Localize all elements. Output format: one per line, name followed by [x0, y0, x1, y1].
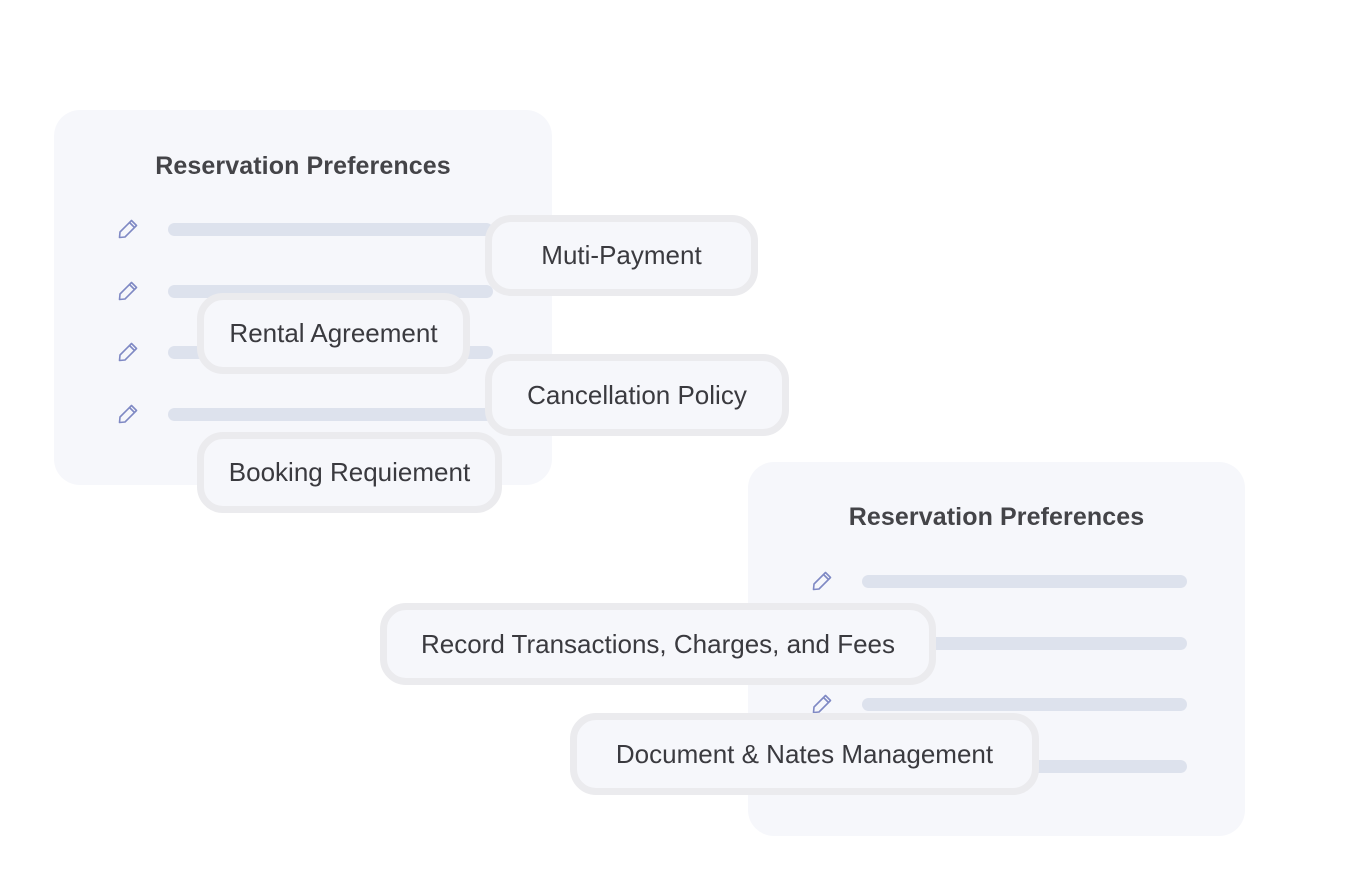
rental-agreement-chip[interactable]: Rental Agreement [197, 293, 470, 374]
pencil-icon[interactable] [810, 692, 834, 716]
preference-row[interactable] [748, 569, 1245, 593]
muti-payment-chip[interactable]: Muti-Payment [485, 215, 758, 296]
cancellation-policy-chip[interactable]: Cancellation Policy [485, 354, 789, 436]
pencil-icon[interactable] [116, 402, 140, 426]
pencil-icon[interactable] [116, 279, 140, 303]
pencil-icon[interactable] [116, 340, 140, 364]
placeholder-bar [862, 575, 1187, 588]
record-transactions-chip[interactable]: Record Transactions, Charges, and Fees [380, 603, 936, 685]
placeholder-bar [862, 698, 1187, 711]
placeholder-bar [168, 408, 493, 421]
preference-row[interactable] [54, 217, 552, 241]
booking-requirement-chip[interactable]: Booking Requiement [197, 432, 502, 513]
placeholder-bar [862, 637, 1187, 650]
document-management-chip[interactable]: Document & Nates Management [570, 713, 1039, 795]
preference-row[interactable] [748, 692, 1245, 716]
reservation-preferences-card-top: Reservation Preferences [54, 110, 552, 485]
pencil-icon[interactable] [810, 569, 834, 593]
preference-row[interactable] [54, 402, 552, 426]
card-title: Reservation Preferences [155, 152, 451, 180]
card-title: Reservation Preferences [848, 503, 1145, 531]
placeholder-bar [168, 223, 493, 236]
pencil-icon[interactable] [116, 217, 140, 241]
